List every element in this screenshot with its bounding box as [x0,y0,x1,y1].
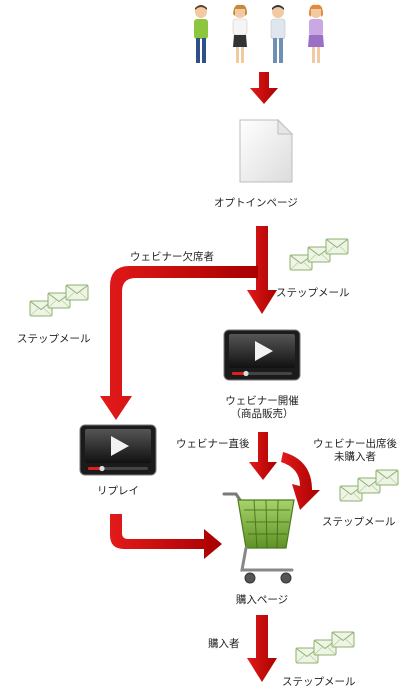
attendee-edge-label-line1: ウェビナー出席後 [313,438,397,450]
people-icon [194,4,324,63]
arrow-absent-to-replay [100,266,258,420]
document-icon [239,118,294,183]
video-player-icon [223,329,301,381]
optin-page-label: オプトインページ [214,197,298,209]
arrow-attendee-followup [281,452,320,510]
arrow-replay-to-purchase [110,514,222,559]
envelope-stack-icon [30,285,88,316]
replay-label: リプレイ [97,485,139,497]
attendee-edge-label-line2: 未購入者 [334,451,376,463]
step-mail-label: ステップメール [17,333,91,345]
absent-edge-label: ウェビナー欠席者 [130,251,214,263]
shopping-cart-icon [222,492,295,584]
arrow-audience-to-optin [250,72,278,104]
step-mail-label: ステップメール [282,676,356,688]
webinar-label-line1: ウェビナー開催 [225,395,299,407]
buyers-edge-label: 購入者 [208,638,240,650]
video-player-icon [79,424,157,476]
right-after-edge-label: ウェビナー直後 [176,438,250,450]
step-mail-label: ステップメール [276,287,350,299]
arrow-webinar-to-purchase [249,432,277,480]
purchase-page-label: 購入ページ [235,594,289,606]
arrow-purchase-to-buyers [247,615,277,682]
arrow-optin-to-webinar [247,226,277,314]
envelope-stack-icon [340,470,398,501]
webinar-label-line2: （商品販売） [230,408,294,420]
step-mail-label: ステップメール [322,516,396,528]
envelope-stack-icon [296,632,354,663]
envelope-stack-icon [290,239,348,270]
